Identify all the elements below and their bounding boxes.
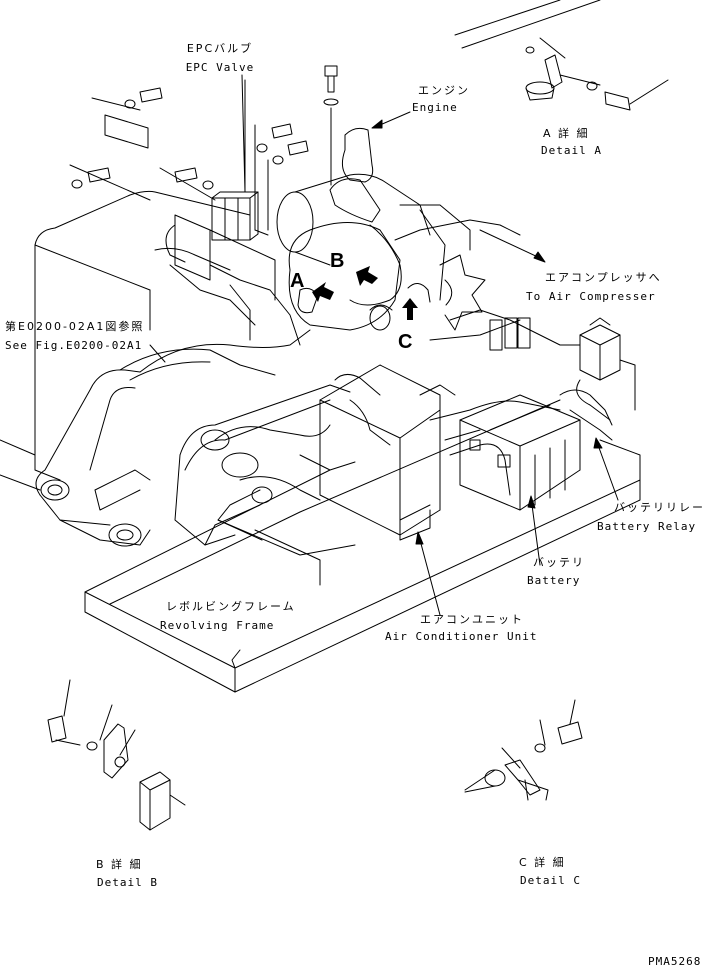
epc-valve [212, 80, 268, 240]
detail-a-label-jp: A 詳 細 [543, 127, 590, 140]
air-conditioner-unit [320, 365, 455, 540]
reference-label-en: See Fig.E0200-02A1 [5, 339, 143, 352]
detail-c-label-jp: C 詳 細 [519, 856, 566, 869]
epc-valve-label-jp: EPCバルブ [186, 42, 254, 55]
detail-b-drawing [48, 680, 185, 830]
revolving-frame-label-jp: レボルビングフレーム [166, 600, 296, 613]
engine [277, 128, 520, 340]
engine-label-en: Engine [412, 101, 458, 114]
revolving-frame-label-en: Revolving Frame [160, 619, 275, 632]
counterweight [0, 191, 250, 490]
battery [450, 395, 580, 510]
reference-label-jp: 第E0200-02A1図参照 [5, 320, 145, 333]
callout-arrows [312, 266, 418, 320]
battery-label-jp: バッテリ [533, 556, 585, 569]
top-structure [455, 0, 600, 48]
callout-b: B [330, 250, 345, 272]
battery-label-en: Battery [527, 574, 581, 587]
detail-c-label-en: Detail C [520, 874, 581, 887]
air-conditioner-label-en: Air Conditioner Unit [385, 630, 538, 643]
fasteners-main [70, 66, 338, 230]
detail-c-drawing [465, 700, 582, 800]
detail-b-label-jp: B 詳 細 [96, 858, 143, 871]
callout-c: C [398, 331, 413, 353]
battery-relay-label-en: Battery Relay [597, 520, 697, 533]
wiring-harness [140, 220, 560, 585]
air-conditioner-label-jp: エアコンユニット [420, 613, 524, 626]
battery-relay [450, 310, 635, 440]
battery-relay-label-jp: バッテリリレー [614, 501, 705, 514]
leader-lines [150, 75, 618, 615]
detail-b-label-en: Detail B [97, 876, 158, 889]
drawing-number: PMA5268 [648, 955, 702, 968]
revolving-frame [85, 400, 640, 692]
callout-a: A [290, 270, 305, 292]
boom-bracket [36, 370, 350, 546]
detail-a-drawing [526, 38, 668, 110]
epc-valve-label-en: EPC Valve [185, 61, 255, 74]
compressor-label-en: To Air Compresser [526, 290, 656, 303]
epc-bracket [120, 215, 300, 380]
engine-label-jp: エンジン [418, 84, 470, 97]
detail-a-label-en: Detail A [541, 144, 602, 157]
compressor-label-jp: エアコンプレッサへ [545, 271, 662, 284]
